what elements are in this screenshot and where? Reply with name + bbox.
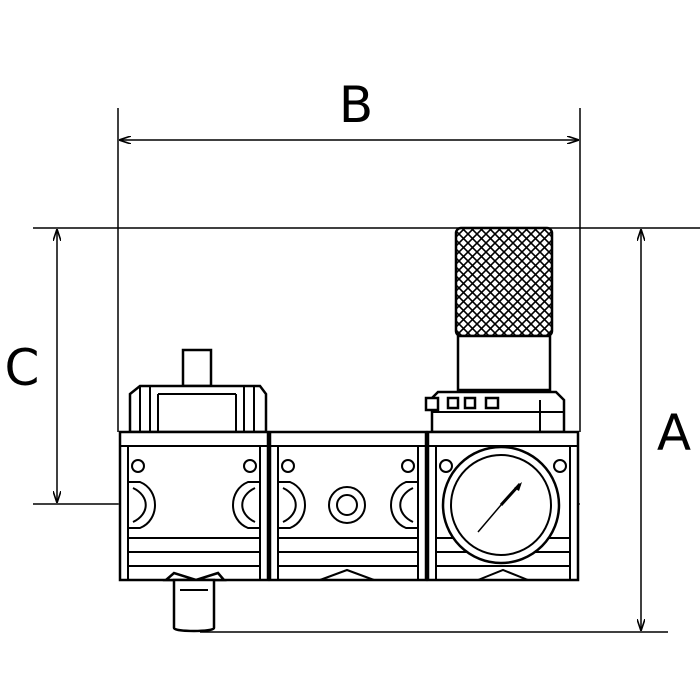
knob-stem xyxy=(456,334,552,392)
knurled-knob xyxy=(454,226,554,338)
screw-hole-icon xyxy=(243,459,257,473)
regulator-knob xyxy=(424,226,566,434)
regulator-module xyxy=(426,430,580,582)
lock-ring xyxy=(424,396,440,412)
dimension-c: C xyxy=(5,227,700,505)
dimension-b: B xyxy=(117,76,581,432)
cap-stem xyxy=(181,348,213,388)
center-port-icon xyxy=(328,486,366,524)
middle-module xyxy=(268,430,428,582)
screw-hole-icon xyxy=(131,459,145,473)
left-module-top-cap xyxy=(128,348,268,434)
screw-hole-icon xyxy=(553,459,567,473)
dimension-label-a: A xyxy=(657,404,691,462)
drain-fitting xyxy=(162,571,227,633)
screw-hole-icon xyxy=(281,459,295,473)
screw-hole-icon xyxy=(439,459,453,473)
filter-body xyxy=(118,430,270,582)
drain-body xyxy=(172,578,216,633)
dimension-label-c: C xyxy=(5,339,40,397)
gauge-face xyxy=(450,454,552,556)
dimension-label-b: B xyxy=(339,76,373,134)
dimension-a: A xyxy=(200,230,691,633)
middle-body xyxy=(268,430,428,582)
filter-module xyxy=(118,430,270,582)
screw-hole-icon xyxy=(401,459,415,473)
